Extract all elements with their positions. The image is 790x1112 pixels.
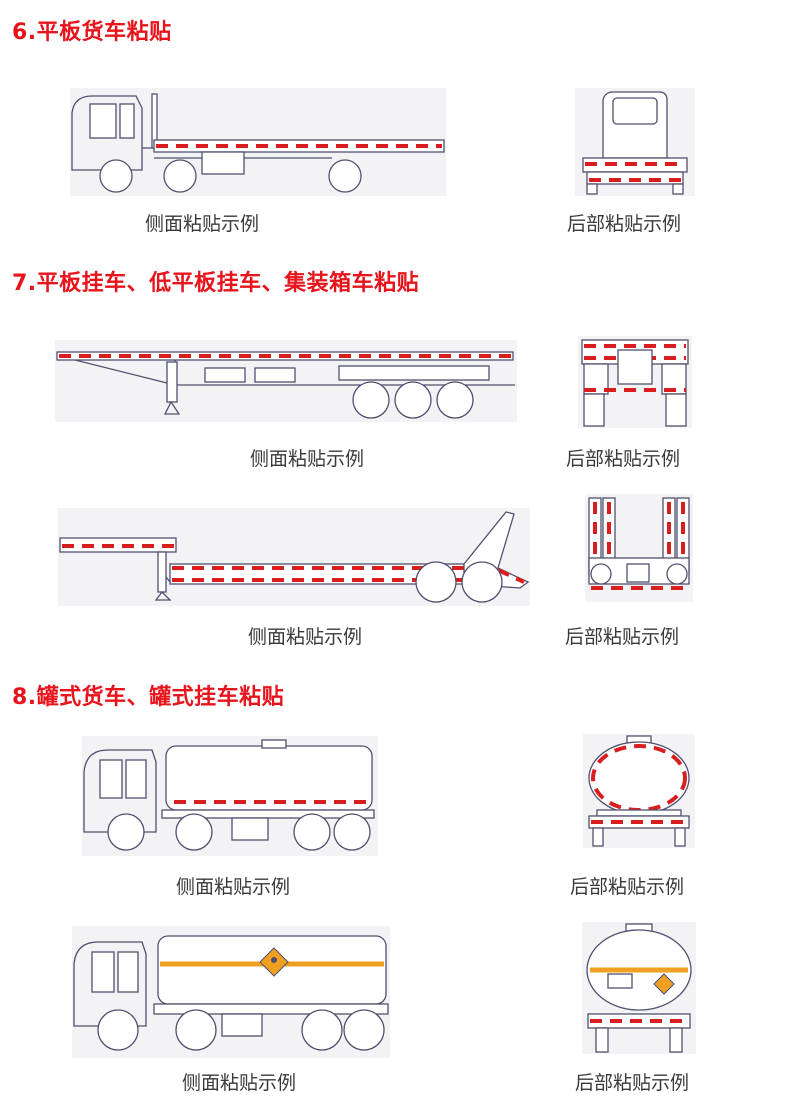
lowbed-trailer-rear-icon (585, 494, 693, 602)
flatbed-trailer-side-icon (55, 340, 517, 422)
tank-truck-side-icon (82, 736, 378, 856)
figure-caption: 侧面粘贴示例 (176, 876, 291, 898)
figure-caption: 后部粘贴示例 (565, 626, 680, 648)
hazmat-tank-truck-rear-icon (582, 922, 696, 1054)
flatbed-trailer-rear-icon (578, 336, 692, 428)
section-6-title: 6.平板货车粘贴 (12, 20, 172, 45)
section-7-title: 7.平板挂车、低平板挂车、集装箱车粘贴 (12, 271, 420, 296)
figure-caption: 侧面粘贴示例 (145, 213, 260, 235)
tank-truck-rear-icon (583, 734, 695, 848)
figure-caption: 侧面粘贴示例 (248, 626, 363, 648)
figure-caption: 侧面粘贴示例 (250, 448, 365, 470)
section-8-title: 8.罐式货车、罐式挂车粘贴 (12, 685, 285, 710)
lowbed-trailer-side-icon (58, 508, 530, 606)
figure-caption: 后部粘贴示例 (567, 213, 682, 235)
figure-caption: 后部粘贴示例 (575, 1072, 690, 1094)
flatbed-truck-side-icon (70, 88, 446, 196)
figure-caption: 后部粘贴示例 (566, 448, 681, 470)
hazmat-tank-truck-side-icon (72, 926, 390, 1058)
figure-caption: 后部粘贴示例 (570, 876, 685, 898)
figure-caption: 侧面粘贴示例 (182, 1072, 297, 1094)
flatbed-truck-rear-icon (575, 88, 695, 196)
